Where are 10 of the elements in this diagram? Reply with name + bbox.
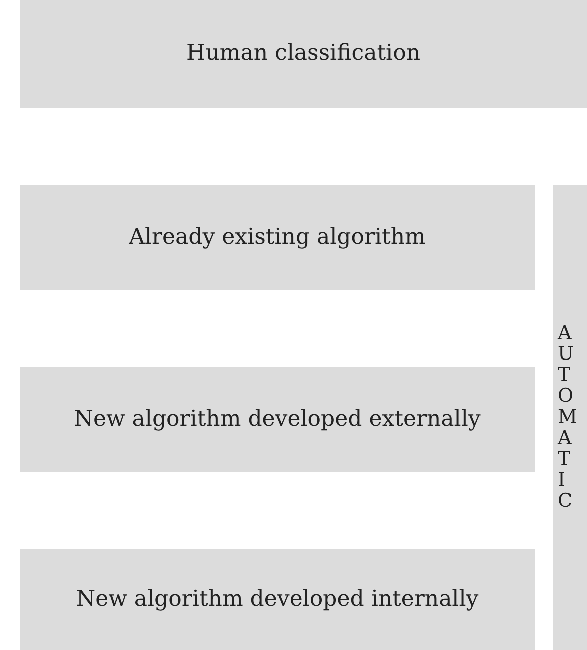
box-label: Already existing algorithm <box>129 224 426 252</box>
box-label: New algorithm developed internally <box>76 586 479 614</box>
band-label: AUTOMATIC <box>558 323 577 512</box>
category-box <box>20 549 535 650</box>
side-band <box>553 185 587 650</box>
box-label: New algorithm developed externally <box>74 406 481 434</box>
box-label: Human classification <box>186 40 420 68</box>
category-box <box>20 0 587 108</box>
category-box <box>20 185 535 290</box>
category-box <box>20 367 535 472</box>
